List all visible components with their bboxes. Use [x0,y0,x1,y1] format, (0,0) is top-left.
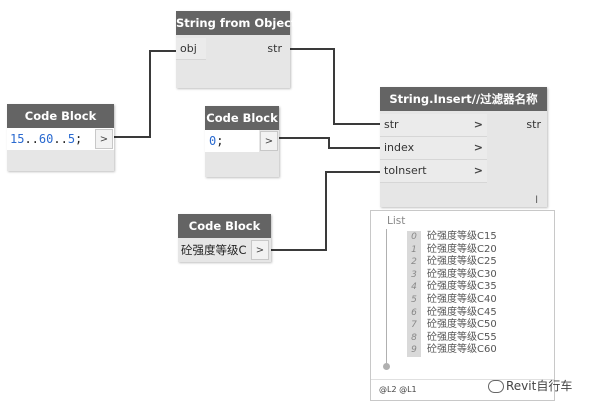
str-output-port[interactable]: str [267,42,282,55]
list-value: 砼强度等级C45 [427,306,497,318]
code-range-op: .. [53,132,68,146]
watermark-text: Revit自行车 [506,379,573,393]
node-title: Code Block [178,214,271,238]
node-footer [7,150,114,171]
list-item: 7 砼强度等级C50 [407,319,497,332]
code-block-zero-node[interactable]: Code Block 0; > [205,106,279,177]
list-value: 砼强度等级C35 [427,281,497,293]
port-label: str [384,118,399,131]
list-index: 2 [407,256,421,269]
list-value: 砼强度等级C60 [427,344,497,356]
list-index: 9 [407,344,421,357]
chat-bubble-icon [488,380,504,393]
chevron-right-icon: > [473,164,483,177]
lacing-indicator[interactable]: l [535,195,538,206]
code-number: 60 [38,132,54,146]
list-index: 1 [407,243,421,257]
list-index: 3 [407,268,421,282]
list-item: 5 砼强度等级C40 [407,293,497,307]
list-value: 砼强度等级C15 [427,231,497,242]
list-item: 9 砼强度等级C60 [407,344,497,357]
node-title: String.Insert//过滤器名称 [380,87,547,111]
node-title: Code Block [7,104,114,128]
code-number: 15 [10,132,25,146]
list-value: 砼强度等级C20 [427,243,497,255]
list-bracket-line [386,229,387,365]
code-text[interactable]: 砼强度等级C [181,243,247,257]
list-value: 砼强度等级C50 [427,319,497,331]
obj-input-port[interactable]: obj [176,38,206,60]
output-arrow-button[interactable]: > [260,131,278,151]
list-index: 6 [407,306,421,320]
wire-codeblock2-to-index [279,137,380,149]
list-index: 0 [407,231,421,244]
code-semicolon: ; [216,134,224,148]
str-input-port[interactable]: str > [380,114,487,137]
wire-str-to-insert-str [290,48,380,125]
list-title: List [387,215,406,227]
port-label: toInsert [384,164,427,177]
list-bracket-end [383,363,390,370]
string-insert-node[interactable]: String.Insert//过滤器名称 str > index > toIns… [380,87,547,207]
code-block-range-node[interactable]: Code Block 15..60..5; > [7,104,114,171]
code-text[interactable]: 15..60..5; [10,128,82,150]
list-item: 6 砼强度等级C45 [407,306,497,320]
list-item: 2 砼强度等级C25 [407,256,497,269]
code-number: 5 [67,132,76,146]
node-title: String from Object [176,11,296,35]
code-number: 0 [209,134,217,148]
list-item: 1 砼强度等级C20 [407,243,497,257]
code-semicolon: ; [75,132,83,146]
str-output-port[interactable]: str [526,118,541,131]
list-index: 8 [407,331,421,345]
list-item: 0 砼强度等级C15 [407,231,497,244]
code-text[interactable]: 0; [209,130,223,152]
list-level-footer: @L2 @L1 [379,385,417,394]
code-range-op: .. [24,132,39,146]
footer-divider [371,379,554,380]
port-label: index [384,141,415,154]
chevron-right-icon: > [473,118,483,131]
list-value: 砼强度等级C40 [427,293,497,305]
list-index: 7 [407,319,421,332]
output-arrow-button[interactable]: > [95,129,113,149]
string-from-object-node[interactable]: String from Object obj str [176,11,296,88]
list-item: 3 砼强度等级C30 [407,268,497,282]
chevron-right-icon: > [473,141,483,154]
wire-codeblock3-to-toinsert [271,171,380,251]
list-item: 4 砼强度等级C35 [407,281,497,294]
code-block-text-node[interactable]: Code Block 砼强度等级C > [178,214,271,262]
list-value: 砼强度等级C30 [427,268,497,280]
list-value: 砼强度等级C55 [427,331,497,343]
list-item: 8 砼强度等级C55 [407,331,497,345]
code-area [205,130,259,152]
wire-codeblock1-to-obj [114,50,176,138]
preview-bubble[interactable]: List 0 砼强度等级C15 1 砼强度等级C20 2 砼强度等级C25 3 砼强度等… [370,210,555,401]
list-index: 5 [407,293,421,307]
output-arrow-button[interactable]: > [251,240,269,260]
index-input-port[interactable]: index > [380,137,487,160]
toinsert-input-port[interactable]: toInsert > [380,160,487,183]
list-value: 砼强度等级C25 [427,256,497,268]
list-index: 4 [407,281,421,294]
node-title: Code Block [205,106,279,130]
